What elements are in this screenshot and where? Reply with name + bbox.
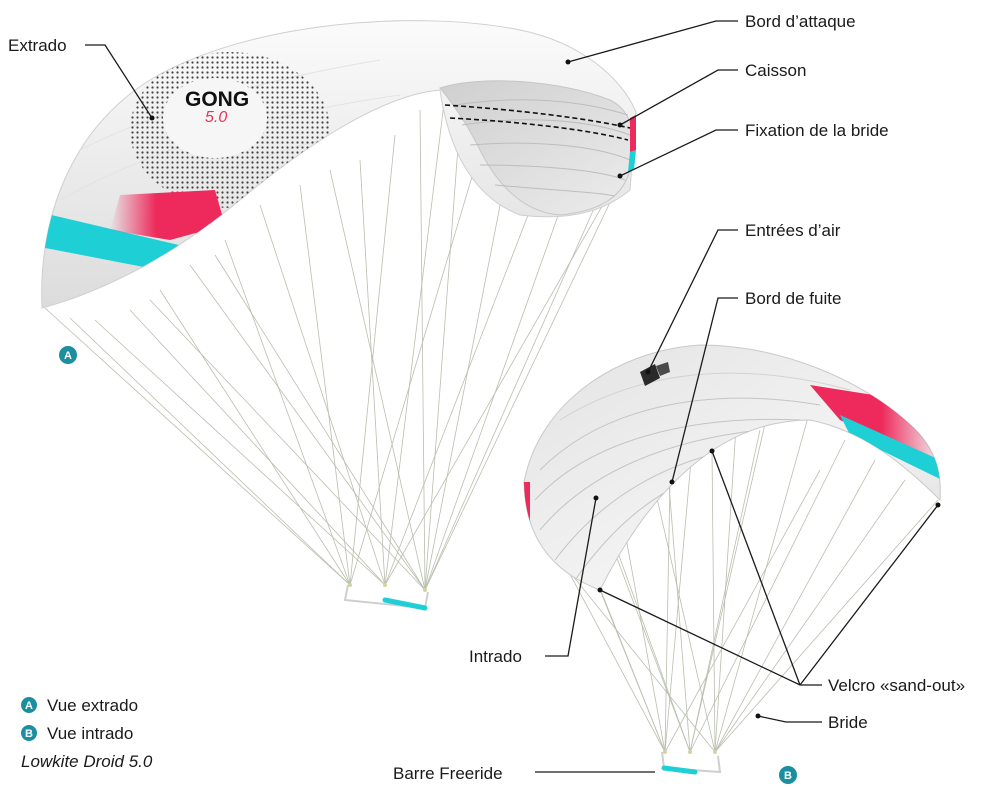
badge-b-letter: B — [784, 770, 792, 782]
kite-a-control-bar — [343, 583, 429, 611]
legend-badge-b: B — [25, 728, 33, 740]
legend-vue-extrado: Vue extrado — [47, 696, 138, 715]
label-entrees-air: Entrées d’air — [745, 221, 841, 240]
label-bord-attaque: Bord d’attaque — [745, 12, 856, 31]
kite-a-bridle-lines — [44, 94, 636, 591]
badge-b: B — [779, 766, 797, 784]
label-fixation: Fixation de la bride — [745, 121, 889, 140]
label-barre: Barre Freeride — [393, 764, 503, 783]
legend-badge-a: A — [25, 700, 33, 712]
badge-a: A — [59, 346, 77, 364]
kite-a-logo-brand: GONG — [185, 88, 249, 111]
kite-a-logo-version: 5.0 — [205, 109, 227, 126]
kite-b-air-intake — [640, 362, 670, 386]
legend: A Vue extrado B Vue intrado Lowkite Droi… — [21, 696, 153, 771]
label-intrado: Intrado — [469, 647, 522, 666]
kite-b-control-bar — [661, 750, 722, 775]
label-bord-fuite: Bord de fuite — [745, 289, 841, 308]
legend-vue-intrado: Vue intrado — [47, 724, 133, 743]
kite-a-caisson-dashed — [444, 104, 631, 129]
kite-a-underside — [439, 80, 634, 216]
label-velcro: Velcro «sand-out» — [828, 676, 965, 695]
callouts: Extrado Bord d’attaque Caisson Fixation … — [8, 12, 965, 783]
label-caisson: Caisson — [745, 61, 806, 80]
legend-model: Lowkite Droid 5.0 — [21, 752, 153, 771]
label-bride: Bride — [828, 713, 868, 732]
badge-a-letter: A — [64, 350, 72, 362]
label-extrado: Extrado — [8, 36, 67, 55]
